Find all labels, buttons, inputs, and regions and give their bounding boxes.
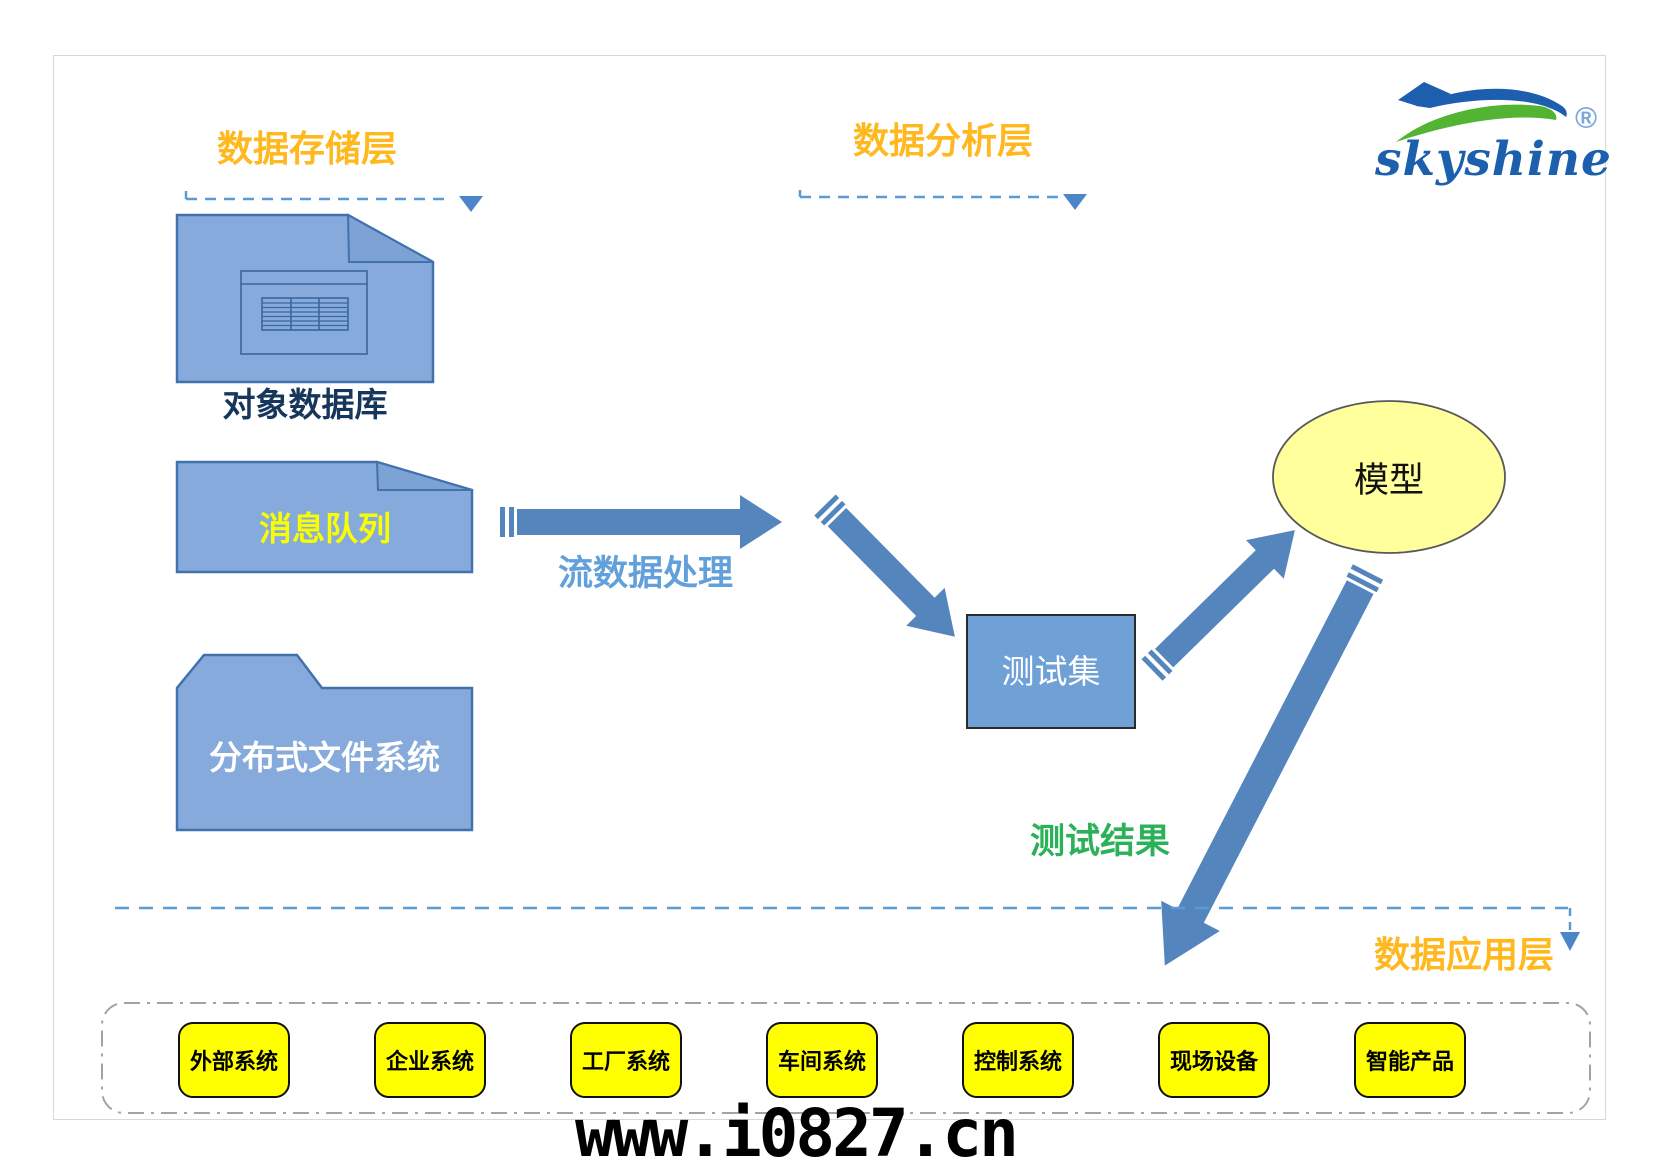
registered-trademark-icon: ®	[1575, 102, 1598, 135]
system-box-smart-product: 智能产品	[1354, 1022, 1466, 1098]
system-box-field-device: 现场设备	[1158, 1022, 1270, 1098]
system-box-control: 控制系统	[962, 1022, 1074, 1098]
test-set-label: 测试集	[1001, 653, 1101, 690]
storage-layer-dashed-arrow	[184, 191, 483, 212]
test-result-label: 测试结果	[1030, 822, 1171, 861]
storage-layer-heading: 数据存储层	[217, 128, 398, 169]
logo-green-swoosh-icon	[1396, 104, 1557, 142]
analysis-layer-heading: 数据分析层	[853, 120, 1034, 161]
system-box-external: 外部系统	[178, 1022, 290, 1098]
skyshine-wordmark: skyshine	[1375, 132, 1612, 187]
stream-processing-label: 流数据处理	[558, 554, 734, 593]
logo-kite-icon	[1398, 82, 1451, 106]
object-database-label: 对象数据库	[222, 386, 388, 423]
message-queue-shape	[175, 460, 474, 574]
watermark-text: www.i0827.cn	[575, 1095, 1019, 1167]
distributed-file-system-label: 分布式文件系统	[209, 739, 440, 776]
system-box-factory: 工厂系统	[570, 1022, 682, 1098]
to-test-set-arrow	[814, 494, 955, 637]
system-box-enterprise: 企业系统	[374, 1022, 486, 1098]
object-database-shape	[175, 213, 435, 384]
model-ellipse	[1272, 400, 1506, 554]
folded-corner	[346, 213, 434, 263]
message-queue-label: 消息队列	[259, 510, 391, 547]
skyshine-logo: skyshine ®	[1375, 80, 1615, 190]
test-set-to-model-arrow	[1141, 530, 1295, 681]
distributed-file-system-shape	[175, 653, 474, 832]
logo-blue-swoosh-icon	[1416, 88, 1567, 117]
application-layer-heading: 数据应用层	[1374, 934, 1555, 975]
skyshine-logo-swoosh	[1396, 82, 1567, 142]
stream-processing-arrow	[500, 495, 782, 549]
database-table-icon	[240, 270, 368, 355]
application-layer-divider	[115, 906, 1580, 951]
application-systems-container	[101, 1002, 1591, 1114]
analysis-layer-dashed-arrow	[798, 190, 1087, 210]
model-label: 模型	[1353, 461, 1424, 500]
test-set-box	[966, 614, 1136, 729]
folded-corner	[375, 460, 473, 491]
system-box-workshop: 车间系统	[766, 1022, 878, 1098]
test-result-arrow	[1161, 564, 1384, 966]
content-frame	[53, 55, 1606, 1120]
